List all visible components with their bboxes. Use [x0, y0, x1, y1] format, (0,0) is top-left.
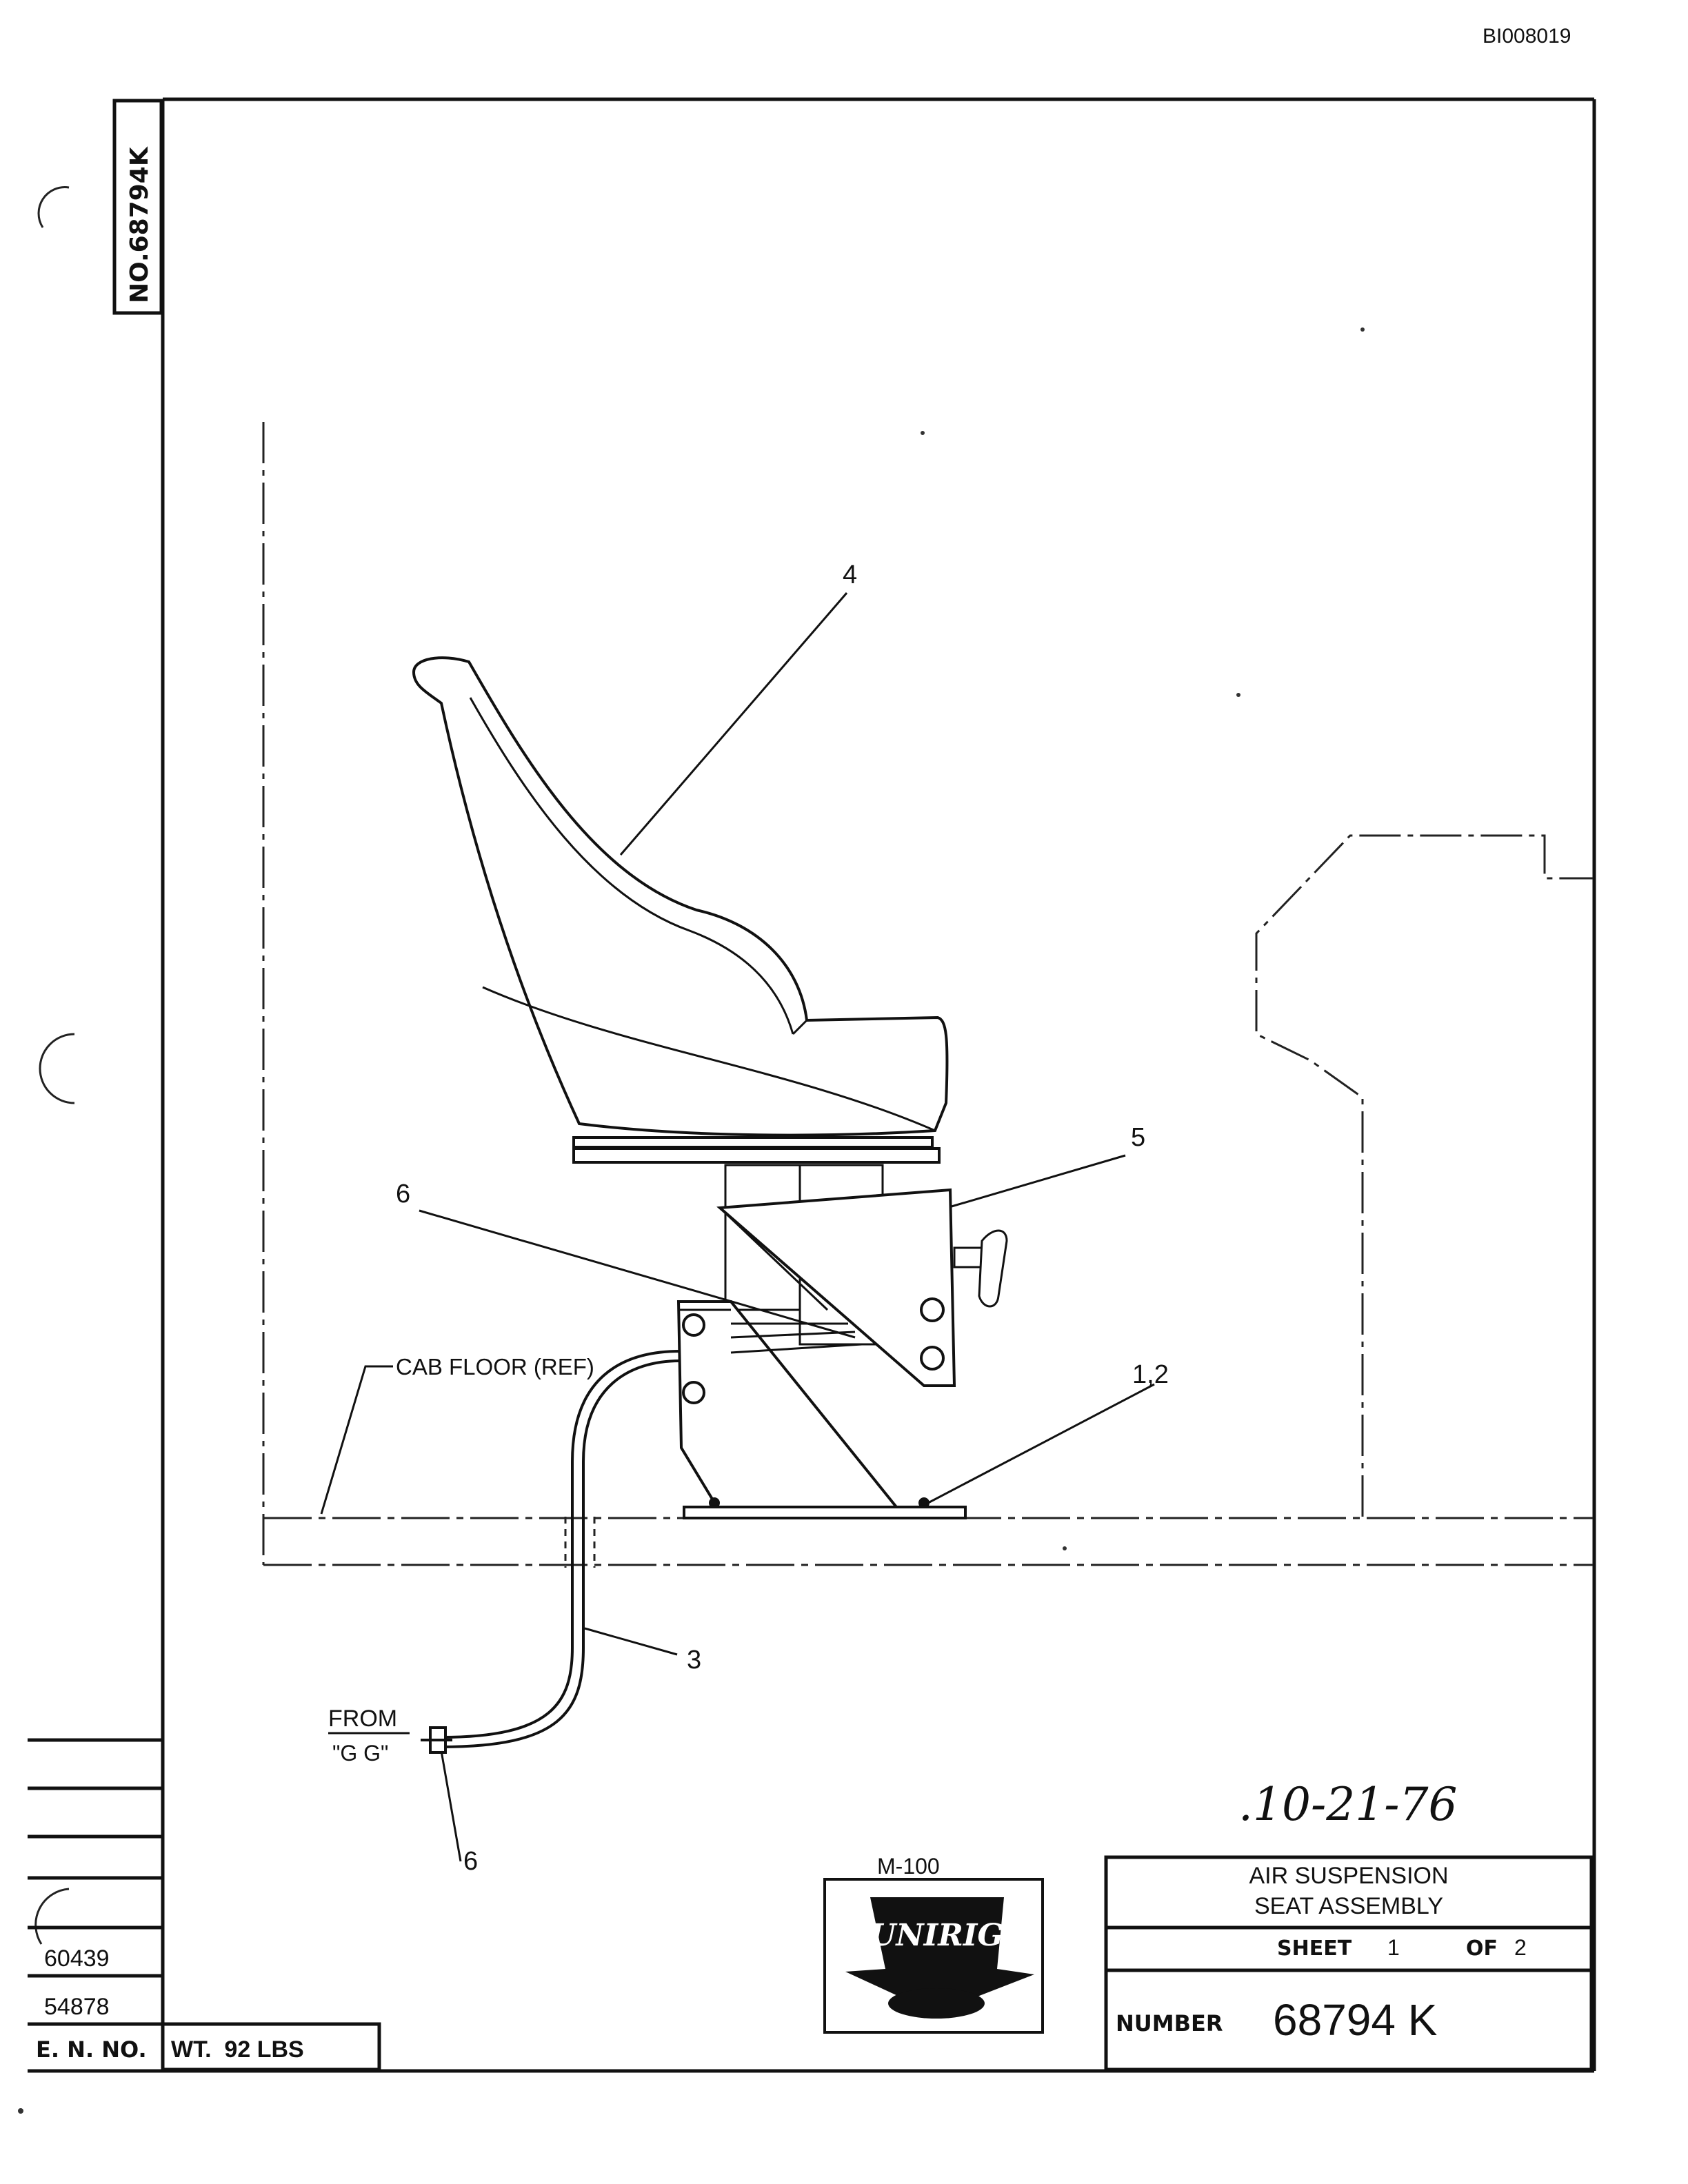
logo-box: UNIRIG — [823, 1878, 1044, 2034]
drawing-number: 68794 K — [1273, 1995, 1437, 2045]
from-label: FROM — [328, 1706, 397, 1732]
seat-bracket — [716, 1188, 956, 1387]
scissor-links — [730, 1322, 863, 1354]
air-fitting — [421, 1726, 452, 1754]
logo-brand: UNIRIG — [870, 1918, 1003, 1953]
document-id: BI008019 — [1483, 25, 1571, 48]
logo-model: M-100 — [877, 1854, 940, 1879]
air-tube — [441, 1350, 681, 1748]
sheet-label: SHEET — [1277, 1937, 1352, 1961]
sheet-number: 1 — [1387, 1935, 1400, 1960]
en-label: E. N. NO. — [36, 2036, 147, 2063]
cab-floor — [263, 1517, 1593, 1566]
from-source-label: "G G" — [332, 1741, 388, 1766]
logo-emblem — [845, 1897, 1034, 2013]
callout-mount-bolts: 1,2 — [1132, 1360, 1169, 1389]
cab-floor-label: CAB FLOOR (REF) — [396, 1354, 594, 1379]
leader-lines — [320, 592, 1155, 1862]
seat-shell — [412, 656, 949, 1137]
title-line-2: SEAT ASSEMBLY — [1254, 1893, 1443, 1919]
callout-air-tube: 3 — [687, 1646, 701, 1675]
title-line-1: AIR SUSPENSION — [1249, 1863, 1448, 1889]
hole-punch-marks — [34, 186, 75, 1945]
handwritten-date: .10-21-76 — [1238, 1778, 1458, 1831]
en-number-2: 54878 — [44, 1994, 110, 2020]
sheet-total: 2 — [1514, 1935, 1527, 1960]
callout-fitting-upper: 6 — [396, 1180, 410, 1209]
revision-block — [28, 1738, 381, 2072]
en-number-1: 60439 — [44, 1945, 110, 1972]
of-label: OF — [1466, 1937, 1498, 1961]
side-tab-number: NO.68794K — [125, 146, 154, 303]
callout-seat-bracket: 5 — [1131, 1123, 1145, 1152]
phantom-envelope — [262, 422, 1593, 1565]
weight-label: WT. 92 LBS — [171, 2036, 304, 2063]
floor-penetration — [564, 1517, 596, 1568]
callout-fitting-lower: 6 — [463, 1847, 478, 1876]
adjustment-knob — [953, 1229, 1008, 1308]
number-label: NUMBER — [1116, 2010, 1223, 2036]
callout-seat-shell: 4 — [843, 560, 857, 589]
seat-base-plate — [572, 1136, 941, 1164]
title-block — [1104, 1855, 1594, 2072]
side-tab: NO.68794K — [112, 99, 163, 315]
scan-specks — [18, 327, 1365, 2114]
